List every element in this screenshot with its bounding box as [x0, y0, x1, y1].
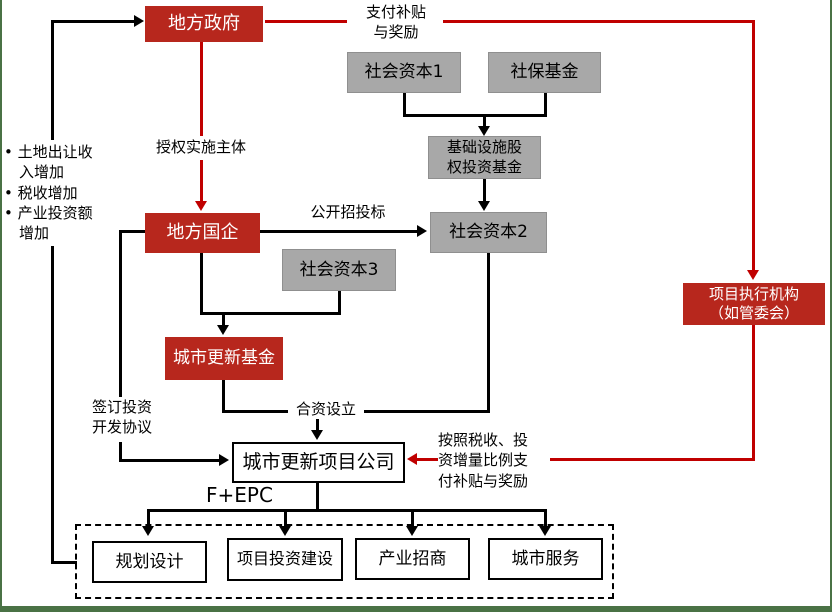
node-urban-services: 城市服务 — [488, 538, 603, 580]
arrowhead-down-icon — [142, 526, 154, 536]
arrowhead-down-icon — [195, 201, 207, 211]
line-segment — [752, 20, 755, 271]
line-segment — [260, 230, 417, 233]
arrowhead-down-icon — [217, 325, 229, 335]
line-segment — [483, 114, 486, 127]
line-segment — [403, 114, 547, 117]
line-segment — [119, 230, 147, 233]
label-sign-agreement: 签订投资 开发协议 — [92, 397, 178, 438]
arrowhead-left-icon — [407, 453, 417, 465]
label-pay-subsidy: 支付补贴 与奖励 — [352, 2, 440, 43]
node-planning-design: 规划设计 — [92, 541, 207, 583]
line-segment — [51, 20, 54, 140]
line-segment — [550, 458, 755, 461]
node-social-capital-2: 社会资本2 — [430, 212, 547, 253]
node-social-capital-3: 社会资本3 — [282, 249, 396, 291]
frame-left-edge — [0, 0, 2, 612]
arrowhead-down-icon — [406, 526, 418, 536]
node-local-government: 地方政府 — [145, 6, 263, 42]
node-social-security-fund: 社保基金 — [488, 52, 601, 93]
line-segment — [752, 325, 755, 461]
line-segment — [338, 291, 341, 315]
node-project-company: 城市更新项目公司 — [232, 442, 405, 483]
line-segment — [119, 442, 122, 462]
line-segment — [51, 246, 54, 564]
line-segment — [51, 561, 77, 564]
line-segment — [119, 230, 122, 400]
line-segment — [200, 312, 341, 315]
node-infra-equity-fund: 基础设施股 权投资基金 — [428, 136, 541, 179]
line-segment — [316, 410, 319, 431]
line-segment — [200, 160, 203, 202]
arrowhead-right-icon — [417, 225, 427, 237]
frame-right-edge — [830, 0, 832, 612]
line-segment — [443, 20, 755, 23]
line-segment — [544, 93, 547, 117]
line-segment — [483, 179, 486, 202]
label-public-bidding: 公开招投标 — [310, 203, 386, 221]
label-f-epc: F+EPC — [206, 483, 273, 507]
line-segment — [222, 380, 225, 413]
services-group-container — [75, 524, 614, 599]
node-urban-renewal-fund: 城市更新基金 — [165, 337, 283, 380]
line-segment — [147, 509, 150, 528]
line-segment — [411, 509, 414, 528]
line-segment — [316, 483, 319, 512]
line-segment — [222, 312, 225, 326]
arrowhead-right-icon — [134, 15, 144, 27]
line-segment — [200, 253, 203, 315]
node-project-investment-construction: 项目投资建设 — [227, 538, 343, 581]
node-industry-attraction: 产业招商 — [355, 538, 470, 580]
arrowhead-down-icon — [279, 526, 291, 536]
line-segment — [147, 509, 547, 512]
arrowhead-down-icon — [747, 270, 759, 280]
label-subsidy-by-ratio: 按照税收、投 资增量比例支 付补贴与奖励 — [438, 430, 550, 491]
label-authorize-entity: 授权实施主体 — [142, 137, 260, 158]
arrowhead-down-icon — [311, 430, 323, 440]
arrowhead-down-icon — [539, 526, 551, 536]
node-executing-agency: 项目执行机构 （如管委会） — [683, 283, 825, 325]
line-segment — [200, 42, 203, 136]
line-segment — [403, 93, 406, 117]
arrowhead-down-icon — [478, 201, 490, 211]
label-benefits-list: • 土地出让收 入增加 • 税收增加 • 产业投资额 增加 — [4, 142, 100, 244]
node-local-soe: 地方国企 — [145, 213, 260, 253]
line-segment — [284, 509, 287, 528]
line-segment — [544, 509, 547, 528]
line-segment — [119, 459, 219, 462]
line-segment — [265, 20, 347, 23]
line-segment — [417, 458, 439, 461]
arrowhead-right-icon — [219, 454, 229, 466]
label-joint-venture: 合资设立 — [288, 399, 364, 420]
line-segment — [52, 20, 135, 23]
node-social-capital-1: 社会资本1 — [347, 52, 461, 93]
arrowhead-down-icon — [478, 126, 490, 136]
line-segment — [487, 253, 490, 413]
frame-bottom-edge — [0, 606, 832, 612]
